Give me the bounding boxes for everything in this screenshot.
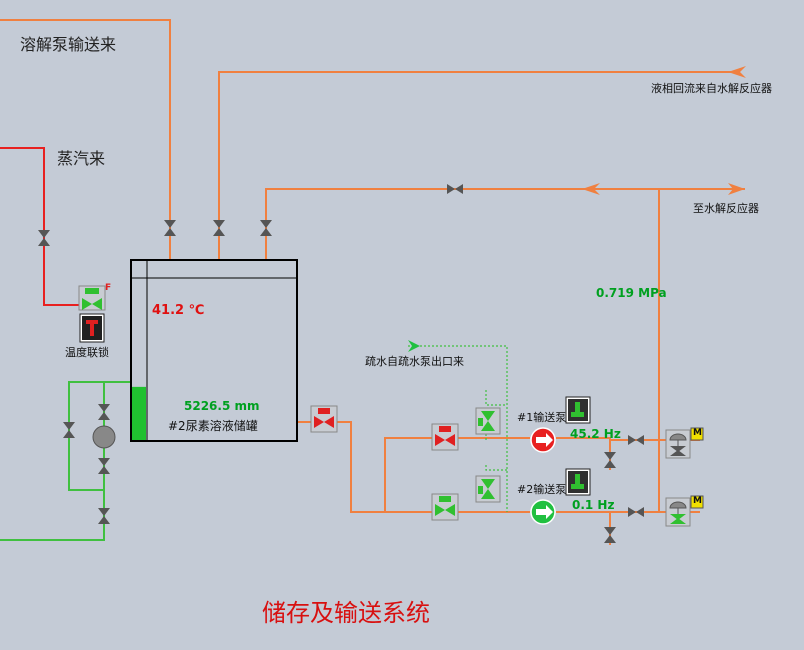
system-title: 储存及输送系统	[262, 599, 430, 627]
temp-interlock-label: 温度联锁	[65, 346, 109, 359]
valve-f-flag: F	[105, 283, 112, 293]
tank-level-reading: 5226.5 mm	[184, 399, 260, 413]
tank-level-bar	[132, 386, 146, 440]
steam-pipe	[0, 147, 80, 306]
pump2-inlet-valve[interactable]	[431, 493, 459, 521]
green-pipes	[0, 381, 131, 541]
motor-valve-1[interactable]	[665, 427, 704, 459]
motor-flag-2: M	[693, 496, 702, 506]
pump2-control-icon[interactable]	[565, 468, 591, 496]
tank-name-label: #2尿素溶液储罐	[168, 419, 258, 433]
steam-in-label: 蒸汽来	[57, 149, 106, 168]
drain-arrow-icon	[408, 340, 420, 352]
pump2[interactable]	[530, 499, 556, 525]
storage-tank	[130, 259, 298, 442]
drain-valve-1[interactable]	[475, 407, 501, 435]
tank-temperature-reading: 41.2 ℃	[152, 303, 205, 318]
pressure-reading: 0.719 MPa	[596, 286, 667, 300]
liquid-return-label: 液相回流来自水解反应器	[651, 82, 772, 95]
dissolve-pump-in-label: 溶解泵输送来	[20, 35, 117, 54]
flow-arrows	[582, 66, 746, 195]
pump1-label: #1输送泵	[517, 411, 567, 424]
orange-pipes	[0, 19, 745, 545]
to-reactor-label: 至水解反应器	[693, 202, 759, 215]
motor-flag-1: M	[693, 428, 702, 438]
steam-control-valve[interactable]	[78, 285, 106, 311]
drain-in-label: 疏水自疏水泵出口来	[365, 355, 464, 368]
pump1-inlet-valve[interactable]	[431, 423, 459, 451]
pump2-frequency: 0.1 Hz	[572, 498, 615, 512]
pump1-control-icon[interactable]	[565, 396, 591, 424]
pump2-label: #2输送泵	[517, 483, 567, 496]
pump1[interactable]	[530, 427, 556, 453]
pump1-frequency: 45.2 Hz	[570, 427, 621, 441]
drain-valve-2[interactable]	[475, 475, 501, 503]
temperature-interlock-icon[interactable]	[79, 313, 105, 343]
motor-valve-2[interactable]	[665, 495, 704, 527]
tank-outlet-valve[interactable]	[310, 405, 338, 433]
recirc-pump[interactable]	[92, 425, 116, 449]
